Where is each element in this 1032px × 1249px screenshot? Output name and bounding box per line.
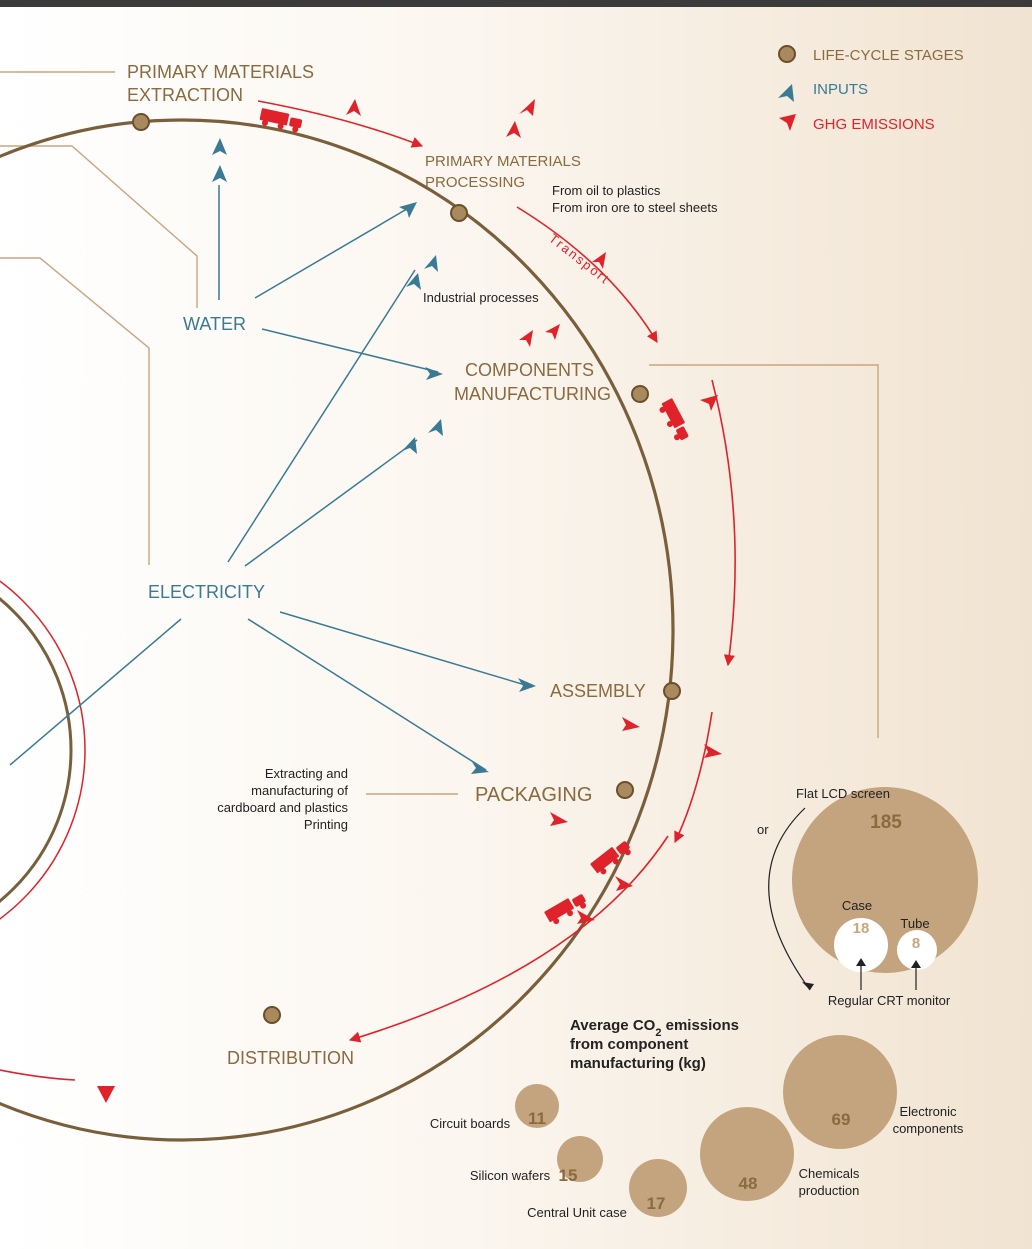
legend-stage-icon xyxy=(778,45,796,63)
silicon-value: 15 xyxy=(559,1166,578,1185)
circuit-value: 11 xyxy=(528,1109,546,1128)
note-processing-1: From oil to plastics xyxy=(552,183,661,198)
circuit-label: Circuit boards xyxy=(430,1116,511,1131)
electronic-value: 69 xyxy=(832,1110,851,1129)
stage-packaging: PACKAGING xyxy=(475,784,592,806)
note-packaging-1: Extracting and xyxy=(265,766,348,781)
node-distribution xyxy=(263,1006,281,1024)
bubble-case xyxy=(834,918,888,972)
stage-distribution: DISTRIBUTION xyxy=(227,1048,354,1068)
case-label: Case xyxy=(842,898,872,913)
top-bar xyxy=(0,0,1032,7)
crt-label: Regular CRT monitor xyxy=(828,993,951,1008)
legend-inputs-label: INPUTS xyxy=(813,81,868,98)
bubble-flat-lcd xyxy=(792,787,978,973)
note-packaging-4: Printing xyxy=(304,817,348,832)
node-assembly xyxy=(663,682,681,700)
legend-stages-label: LIFE-CYCLE STAGES xyxy=(813,47,964,64)
input-flow-lines xyxy=(9,185,533,771)
note-processing-2: From iron ore to steel sheets xyxy=(552,200,718,215)
central-unit-value: 17 xyxy=(647,1194,666,1213)
chemicals-label-1: Chemicals xyxy=(799,1166,860,1181)
bubble-circuit-boards xyxy=(515,1084,559,1128)
bubble-electronic-components xyxy=(783,1035,897,1149)
legend-emission-icon xyxy=(779,114,796,131)
bubble-tube xyxy=(897,930,937,970)
bubble-silicon-wafers xyxy=(557,1136,603,1182)
stage-assembly: ASSEMBLY xyxy=(550,681,646,701)
case-value: 18 xyxy=(853,920,870,937)
legend-input-icon xyxy=(778,84,794,102)
lifecycle-ring xyxy=(0,118,675,1142)
chart-title: Average CO2 emissions xyxy=(570,1017,739,1039)
stage-processing-line2: PROCESSING xyxy=(425,174,525,191)
note-industrial: Industrial processes xyxy=(423,290,539,305)
input-electricity: ELECTRICITY xyxy=(148,582,265,602)
input-water: WATER xyxy=(183,314,246,334)
tube-label: Tube xyxy=(900,916,929,931)
input-markers xyxy=(212,138,536,774)
inner-circle xyxy=(0,580,86,920)
truck-icon xyxy=(259,108,689,925)
flat-lcd-label: Flat LCD screen xyxy=(796,786,890,801)
node-processing xyxy=(450,204,468,222)
chemicals-label-2: production xyxy=(799,1183,860,1198)
node-components xyxy=(631,385,649,403)
stage-nodes xyxy=(132,113,681,1024)
bubble-flat-lcd-value: 185 xyxy=(870,812,902,833)
chemicals-value: 48 xyxy=(739,1174,758,1193)
stage-extraction-line1: PRIMARY MATERIALS xyxy=(127,62,314,82)
bubble-central-unit xyxy=(629,1159,687,1217)
emission-flow-arrows xyxy=(0,100,736,1081)
node-extraction xyxy=(132,113,150,131)
connector-lines xyxy=(0,71,879,795)
stage-processing-line1: PRIMARY MATERIALS xyxy=(425,153,581,170)
note-packaging-3: cardboard and plastics xyxy=(217,800,348,815)
bubble-chemicals xyxy=(700,1107,794,1201)
electronic-label-1: Electronic xyxy=(899,1104,957,1119)
co2-bubble-chart: 185 Flat LCD screen or Case Tube 18 8 Re… xyxy=(430,786,978,1220)
chart-title-line3: manufacturing (kg) xyxy=(570,1055,706,1072)
chart-title-line2: from component xyxy=(570,1036,688,1053)
legend-emissions-label: GHG EMISSIONS xyxy=(813,116,935,133)
stage-components-line1: COMPONENTS xyxy=(465,360,594,380)
tube-value: 8 xyxy=(912,935,920,952)
stage-components-line2: MANUFACTURING xyxy=(454,384,611,404)
legend: LIFE-CYCLE STAGES INPUTS GHG EMISSIONS xyxy=(778,45,964,133)
note-packaging-2: manufacturing of xyxy=(251,783,348,798)
ghg-emission-markers xyxy=(97,99,722,1103)
silicon-label: Silicon wafers xyxy=(470,1168,551,1183)
stage-extraction-line2: EXTRACTION xyxy=(127,85,243,105)
or-label: or xyxy=(757,822,769,837)
node-packaging xyxy=(616,781,634,799)
central-unit-label: Central Unit case xyxy=(527,1205,627,1220)
electronic-label-2: components xyxy=(893,1121,964,1136)
